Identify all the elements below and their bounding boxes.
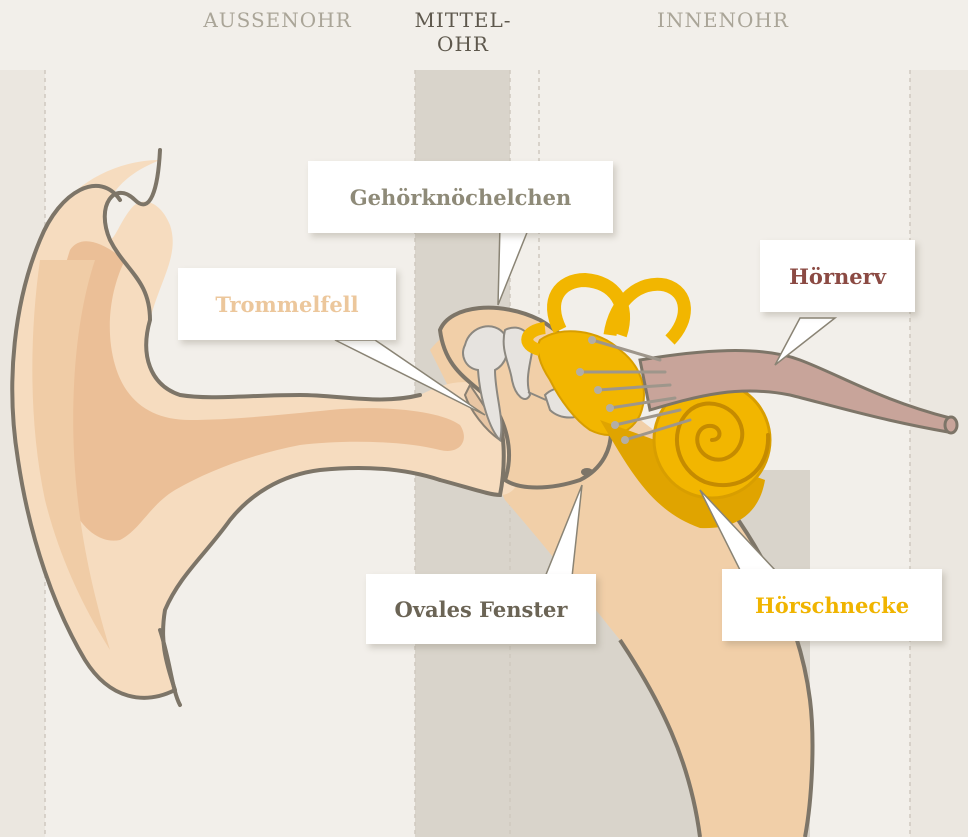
label-oval-window: Ovales Fenster [366, 574, 596, 644]
nerve-end [945, 417, 957, 433]
section-middle-ear: MITTEL- OHR [408, 8, 518, 56]
label-eardrum: Trommelfell [178, 268, 396, 340]
inner-right-strip [910, 70, 968, 837]
label-cochlea: Hörschnecke [722, 569, 942, 641]
section-outer-ear: AUSSENOHR [185, 8, 370, 32]
oval-window-marker [581, 468, 593, 476]
section-inner-ear: INNENOHR [638, 8, 808, 32]
label-ossicles: Gehörknöchelchen [308, 161, 613, 233]
label-nerve: Hörnerv [760, 240, 915, 312]
